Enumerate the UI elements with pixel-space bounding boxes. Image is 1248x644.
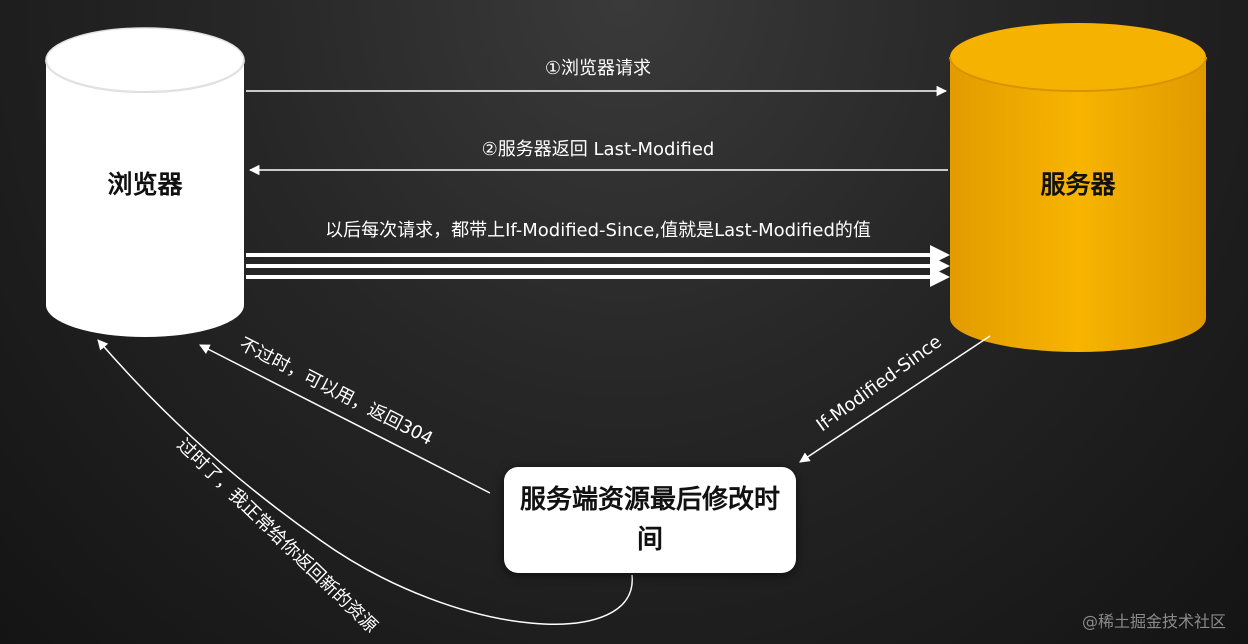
subsequent-requests-arrows [246,245,950,287]
resource-box-label: 服务端资源最后修改时间 [519,485,780,555]
check-label: If-Modified-Since [813,331,946,436]
not-expired-label: 不过时，可以用，返回304 [236,334,437,450]
expired-label: 过时了，我正常给你返回新的资源 [173,434,382,637]
subsequent-label: 以后每次请求，都带上If-Modified-Since,值就是Last-Modi… [325,220,871,241]
browser-label: 浏览器 [107,170,183,199]
request-label: ①浏览器请求 [545,58,651,79]
server-label: 服务器 [1040,170,1116,199]
server-node: 服务器 [949,23,1207,352]
resource-box: 服务端资源最后修改时间 [504,467,796,573]
expired-arrow [97,339,633,625]
watermark: @稀土掘金技术社区 [1081,612,1226,631]
browser-node: 浏览器 [45,27,245,337]
not-expired-arrow [199,344,491,494]
response-label: ②服务器返回 Last-Modified [482,139,715,160]
check-arrow [799,335,991,463]
